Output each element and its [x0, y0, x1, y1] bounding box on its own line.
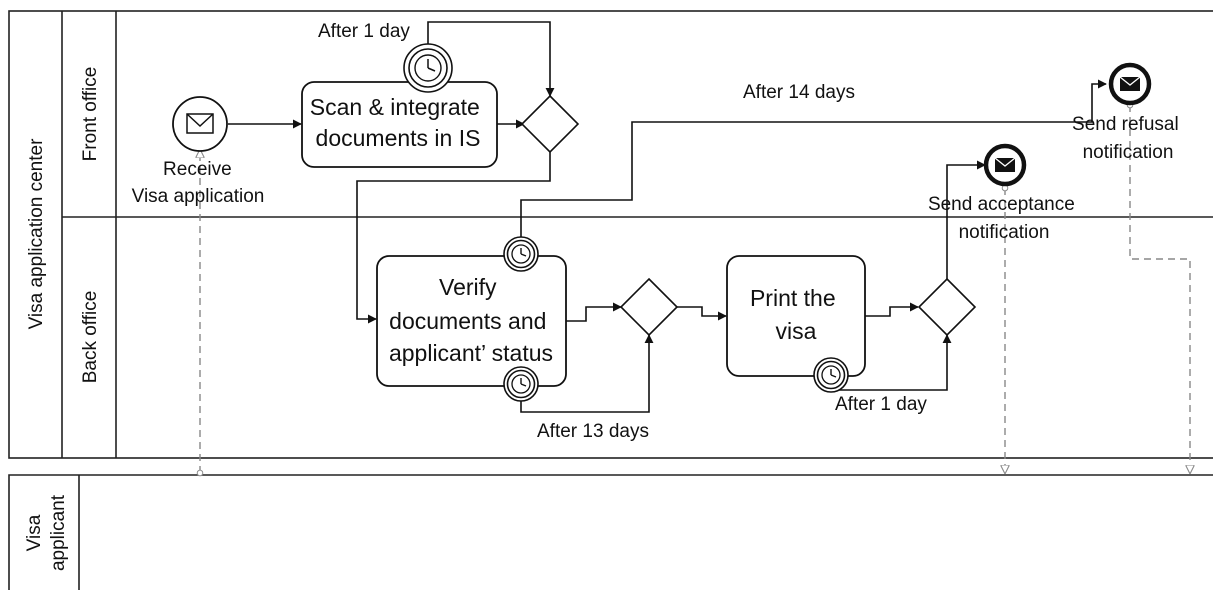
end-event-refusal[interactable] — [1108, 62, 1152, 106]
envelope-icon — [186, 113, 214, 134]
task-print-visa[interactable]: Print the visa — [726, 255, 866, 377]
filled-envelope-icon — [994, 157, 1016, 172]
task-verify-line1: Verify — [439, 274, 497, 300]
clock-icon — [511, 374, 531, 394]
task-verify-documents[interactable]: Verify documents and applicant’ status — [376, 255, 567, 387]
flow-timer-after-14-days-to-refusal — [520, 79, 1107, 237]
flow-label-after-13-days: After 13 days — [537, 421, 649, 442]
flow-gateway2-to-print — [677, 306, 727, 321]
task-verify-line2: documents and — [389, 308, 546, 334]
flow-timer-after-1-day-to-gateway1 — [427, 21, 555, 97]
flow-print-to-gateway3 — [865, 302, 919, 317]
pool-title-applicant-line1: Visa — [24, 514, 45, 551]
flow-label-after-1-day-bottom: After 1 day — [835, 394, 927, 415]
flow-label-after-14-days: After 14 days — [743, 82, 855, 103]
flow-timer-after-13-days-to-gateway2 — [520, 334, 654, 413]
start-label-line1: Receive — [163, 159, 232, 180]
exclusive-gateway-front[interactable] — [520, 94, 580, 154]
start-event-label: Receive Visa application — [132, 159, 265, 207]
flow-gateway3-to-acceptance — [946, 160, 986, 279]
end-event-acceptance[interactable] — [983, 143, 1027, 187]
acceptance-label-line2: notification — [959, 222, 1050, 243]
flow-verify-to-gateway2 — [566, 302, 622, 322]
clock-icon — [511, 244, 531, 264]
acceptance-label-line1: Send acceptance — [928, 194, 1075, 215]
acceptance-event-label: Send acceptance notification — [928, 194, 1080, 243]
filled-envelope-icon — [1119, 76, 1141, 91]
pool-title-applicant-line2: applicant — [48, 494, 69, 571]
lane-title-front-office: Front office — [80, 67, 101, 162]
start-event-receive[interactable] — [172, 96, 228, 152]
exclusive-gateway-back-2[interactable] — [917, 277, 977, 337]
lane-title-back-office: Back office — [80, 291, 101, 384]
task-scan-integrate[interactable]: Scan & integrate documents in IS — [301, 81, 498, 168]
message-flow-refusal-to-applicant — [1130, 105, 1190, 473]
refusal-label-line1: Send refusal — [1072, 114, 1179, 135]
task-scan-line1: Scan & integrate — [310, 94, 480, 120]
flow-gateway1-to-verify — [356, 152, 551, 324]
timer-boundary-print[interactable] — [813, 357, 849, 393]
flow-timer-after-1-day-to-gateway3 — [833, 334, 952, 391]
timer-boundary-verify-bottom[interactable] — [503, 366, 539, 402]
pool-visa-applicant: Visa applicant — [8, 474, 1213, 590]
task-print-line1: Print the — [750, 285, 836, 311]
pool-title-center: Visa application center — [26, 138, 47, 329]
start-label-line2: Visa application — [132, 186, 265, 207]
message-flows — [200, 105, 1190, 473]
timer-boundary-scan[interactable] — [403, 43, 453, 93]
refusal-label-line2: notification — [1083, 142, 1174, 163]
svg-text:Print the visa: Print the visa — [750, 285, 842, 344]
task-verify-line3: applicant’ status — [389, 340, 553, 366]
refusal-event-label: Send refusal notification — [1072, 114, 1184, 163]
sequence-flows — [228, 21, 1107, 413]
timer-boundary-verify-top[interactable] — [503, 236, 539, 272]
svg-text:Verify documents and: Verify documents and applicant’ status — [389, 274, 553, 366]
svg-text:Scan & integrate documen: Scan & integrate documents in IS — [310, 94, 486, 151]
pool-visa-application-center: Visa application center Front office Bac… — [8, 10, 1213, 459]
task-print-line2: visa — [776, 318, 817, 344]
clock-icon — [821, 365, 841, 385]
clock-icon — [414, 54, 442, 82]
flow-label-after-1-day-top: After 1 day — [318, 21, 410, 42]
exclusive-gateway-back-1[interactable] — [619, 277, 679, 337]
task-scan-line2: documents in IS — [316, 125, 481, 151]
